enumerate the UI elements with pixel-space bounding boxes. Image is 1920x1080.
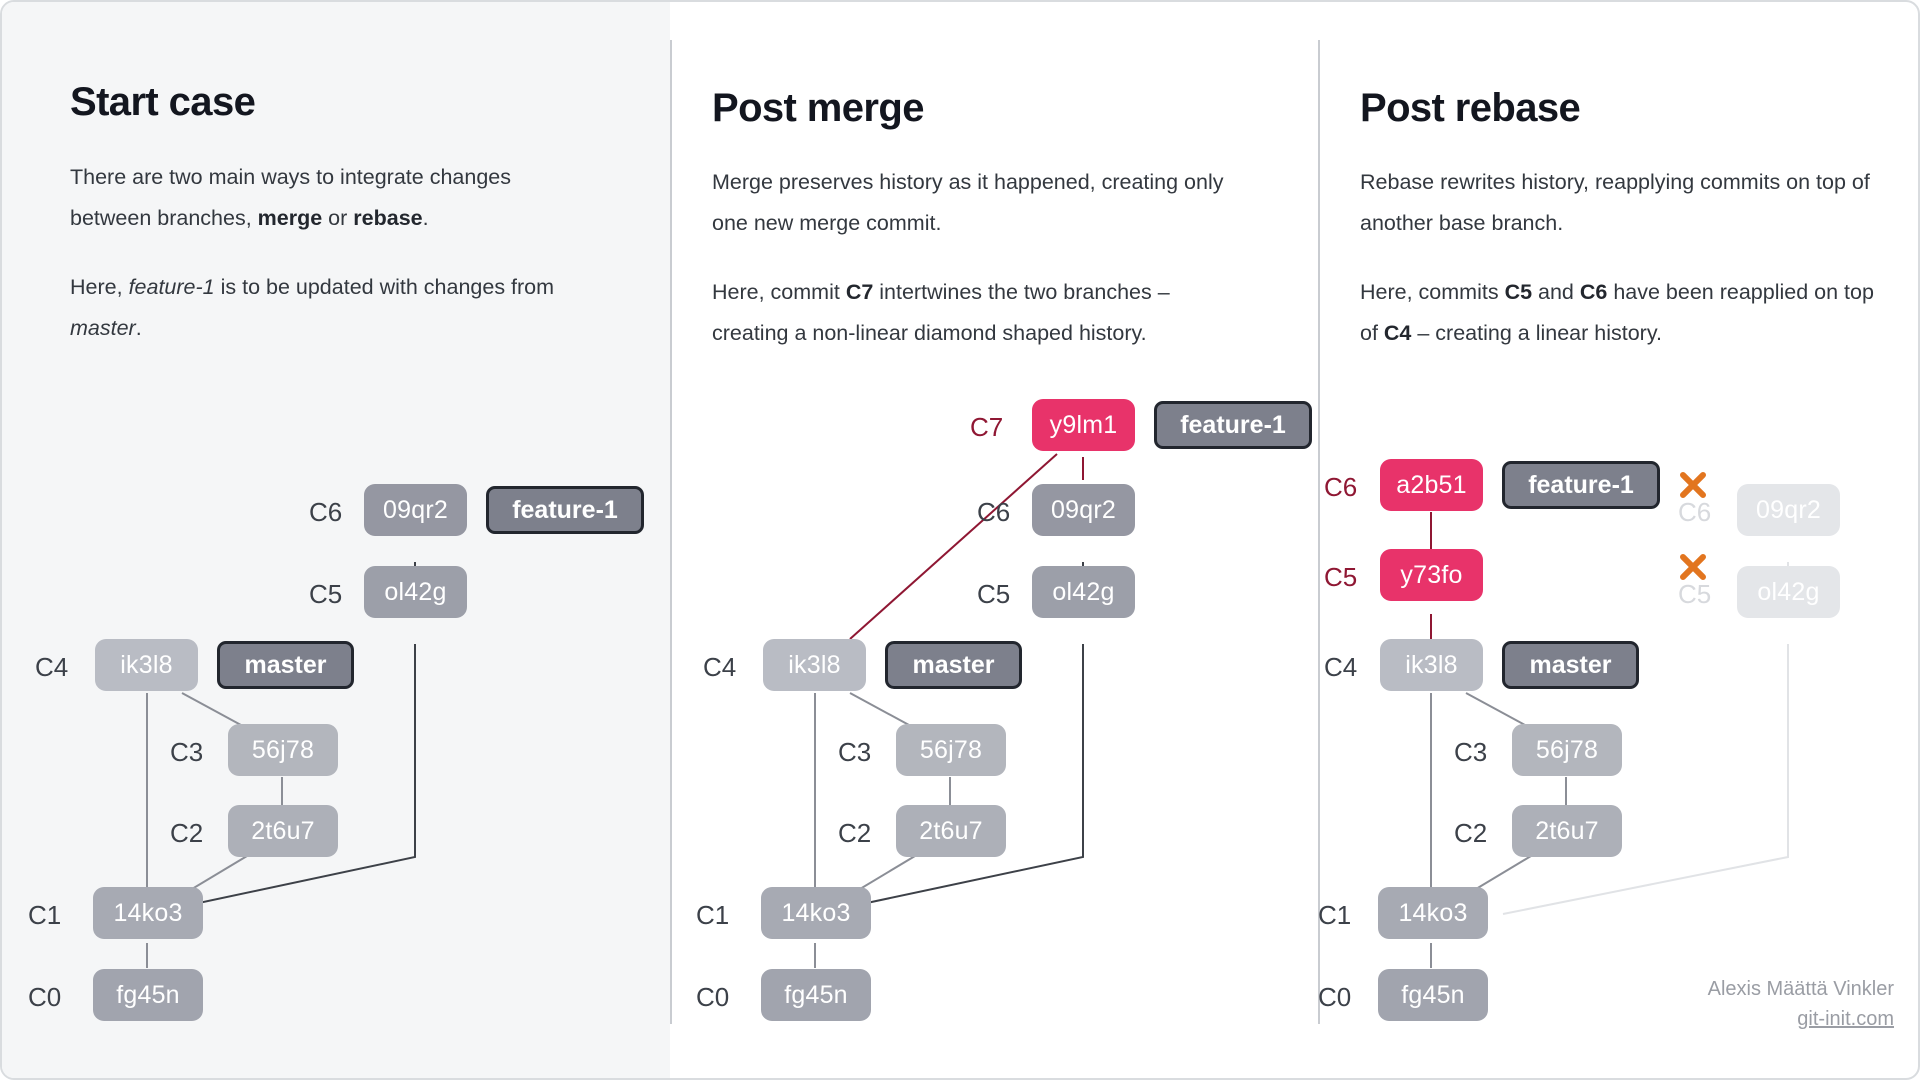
post-merge-index-c0: C0 [696, 982, 730, 1012]
start-case-commit-c6[interactable]: 09qr2 [364, 484, 467, 536]
credit-author: Alexis Määttä Vinkler [1707, 978, 1894, 1000]
post-merge-commit-c7[interactable]: y9lm1 [1032, 399, 1135, 451]
post-merge-commit-c6[interactable]: 09qr2 [1032, 484, 1135, 536]
x-mark-icon-c5 [1678, 552, 1708, 582]
start-case-index-c2: C2 [170, 818, 204, 848]
post-merge-commit-c0[interactable]: fg45n [761, 969, 871, 1021]
start-case-body: There are two main ways to integrate cha… [70, 157, 560, 349]
post-rebase-abandoned-commit-c6: 09qr2 [1737, 484, 1840, 536]
post-merge-index-c2: C2 [838, 818, 872, 848]
post-merge-commit-c5[interactable]: ol42g [1032, 566, 1135, 618]
post-rebase-index-c3: C3 [1454, 737, 1488, 767]
start-case-commit-c4[interactable]: ik3l8 [95, 639, 198, 691]
column-post-rebase: Post rebase Rebase rewrites history, rea… [1318, 2, 1918, 1078]
post-rebase-commit-c2[interactable]: 2t6u7 [1512, 805, 1622, 857]
x-mark-icon-c6 [1678, 470, 1708, 500]
column-post-merge: Post merge Merge preserves history as it… [670, 2, 1318, 1078]
column-start-case: Start case There are two main ways to in… [2, 2, 670, 1078]
post-rebase-commit-c5[interactable]: y73fo [1380, 549, 1483, 601]
start-case-commit-c3[interactable]: 56j78 [228, 724, 338, 776]
post-rebase-index-c6: C6 [1324, 472, 1358, 502]
start-case-index-c0: C0 [28, 982, 62, 1012]
start-case-paragraph-1: There are two main ways to integrate cha… [70, 165, 511, 230]
post-rebase-index-c0: C0 [1318, 982, 1352, 1012]
start-case-index-c6: C6 [309, 497, 343, 527]
post-rebase-paragraph-2: Here, commits C5 and C6 have been reappl… [1360, 280, 1874, 345]
start-case-commit-c0[interactable]: fg45n [93, 969, 203, 1021]
start-case-index-c1: C1 [28, 900, 62, 930]
post-merge-paragraph-2: Here, commit C7 intertwines the two bran… [712, 280, 1170, 345]
start-case-commit-c2[interactable]: 2t6u7 [228, 805, 338, 857]
post-rebase-graph: C6 09qr2 C5 ol42g C6 a2b51 feature-1 C5 … [1318, 2, 1918, 1078]
post-rebase-commit-c0[interactable]: fg45n [1378, 969, 1488, 1021]
post-merge-commit-c3[interactable]: 56j78 [896, 724, 1006, 776]
post-rebase-index-c5: C5 [1324, 562, 1358, 592]
column-divider-1 [670, 40, 672, 1024]
post-rebase-abandoned-index-c5: C5 [1678, 579, 1712, 609]
start-case-paragraph-2: Here, feature-1 is to be updated with ch… [70, 275, 555, 340]
credit-site-link[interactable]: git-init.com [1797, 1008, 1894, 1030]
credit-block: Alexis Määttä Vinkler git-init.com [1542, 974, 1894, 1034]
post-rebase-branch-master[interactable]: master [1502, 641, 1639, 689]
post-merge-index-c3: C3 [838, 737, 872, 767]
post-merge-commit-c1[interactable]: 14ko3 [761, 887, 871, 939]
column-divider-2 [1318, 40, 1320, 1024]
start-case-index-c4: C4 [35, 652, 69, 682]
post-merge-index-c5: C5 [977, 579, 1011, 609]
start-case-index-c5: C5 [309, 579, 343, 609]
start-case-commit-c1[interactable]: 14ko3 [93, 887, 203, 939]
post-rebase-commit-c1[interactable]: 14ko3 [1378, 887, 1488, 939]
post-merge-graph: C7 y9lm1 feature-1 C6 09qr2 C5 ol42g C4 … [670, 2, 1318, 1078]
start-case-title: Start case [70, 80, 256, 124]
start-case-index-c3: C3 [170, 737, 204, 767]
post-rebase-index-c1: C1 [1318, 900, 1352, 930]
start-case-commit-c5[interactable]: ol42g [364, 566, 467, 618]
post-merge-title: Post merge [712, 86, 924, 130]
post-rebase-branch-feature-1[interactable]: feature-1 [1502, 461, 1660, 509]
post-rebase-commit-c6[interactable]: a2b51 [1380, 459, 1483, 511]
post-merge-commit-c4[interactable]: ik3l8 [763, 639, 866, 691]
post-rebase-body: Rebase rewrites history, reapplying comm… [1360, 162, 1890, 354]
start-case-branch-master[interactable]: master [217, 641, 354, 689]
post-rebase-index-c4: C4 [1324, 652, 1358, 682]
post-rebase-title: Post rebase [1360, 86, 1581, 130]
post-rebase-commit-c4[interactable]: ik3l8 [1380, 639, 1483, 691]
post-merge-index-c7: C7 [970, 412, 1004, 442]
post-rebase-abandoned-index-c6: C6 [1678, 497, 1712, 527]
post-merge-index-c6: C6 [977, 497, 1011, 527]
post-merge-body: Merge preserves history as it happened, … [712, 162, 1232, 354]
post-rebase-index-c2: C2 [1454, 818, 1488, 848]
post-merge-commit-c2[interactable]: 2t6u7 [896, 805, 1006, 857]
start-case-graph: C6 09qr2 feature-1 C5 ol42g C4 ik3l8 mas… [2, 2, 670, 1078]
post-merge-paragraph-1: Merge preserves history as it happened, … [712, 170, 1224, 235]
post-rebase-commit-c3[interactable]: 56j78 [1512, 724, 1622, 776]
post-merge-index-c1: C1 [696, 900, 730, 930]
post-rebase-abandoned-commit-c5: ol42g [1737, 566, 1840, 618]
start-case-branch-feature-1[interactable]: feature-1 [486, 486, 644, 534]
post-merge-index-c4: C4 [703, 652, 737, 682]
post-rebase-paragraph-1: Rebase rewrites history, reapplying comm… [1360, 170, 1870, 235]
post-merge-branch-feature-1[interactable]: feature-1 [1154, 401, 1312, 449]
post-merge-branch-master[interactable]: master [885, 641, 1022, 689]
